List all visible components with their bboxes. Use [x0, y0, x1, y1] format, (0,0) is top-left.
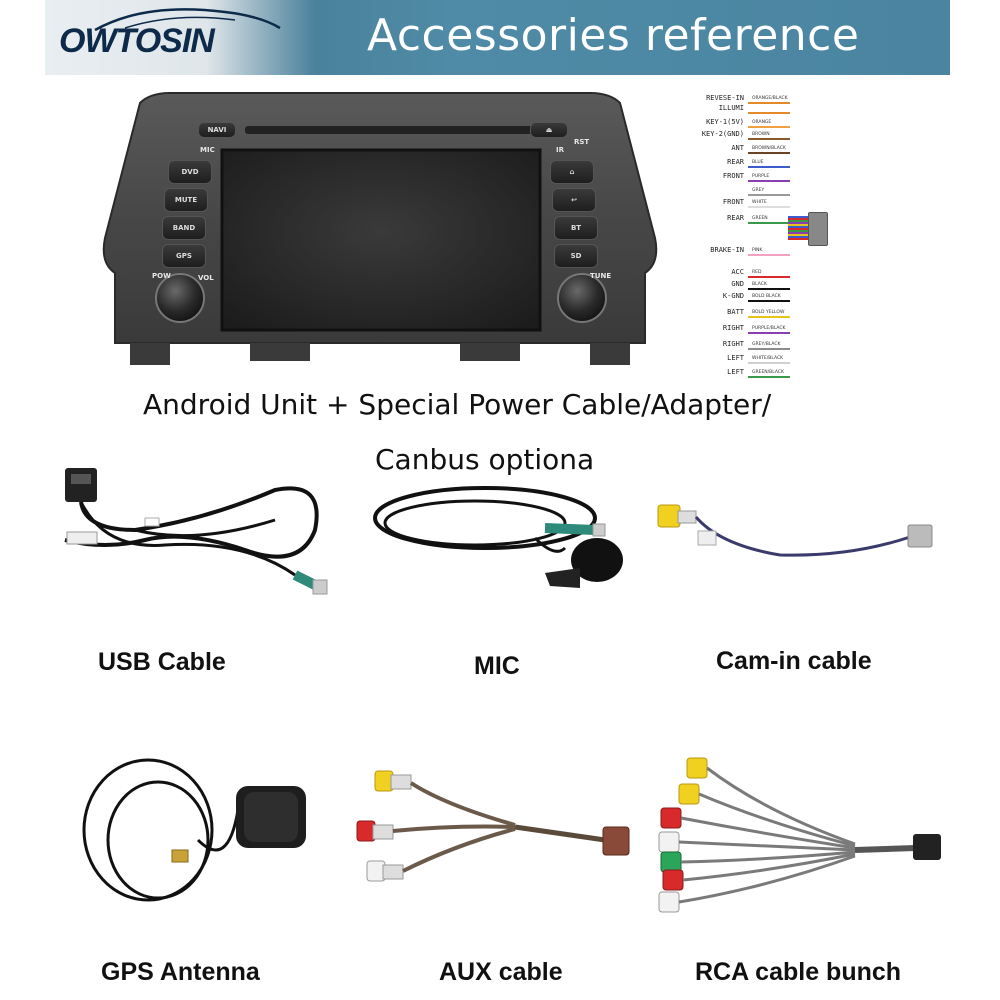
eject-button[interactable]: ⏏: [530, 122, 568, 138]
wire-color-tag: RED: [752, 270, 762, 275]
back-icon: ↩: [571, 196, 577, 204]
wire-color-tag: BLUE: [752, 160, 764, 165]
wire-label: REVESE-IN: [706, 94, 744, 102]
wire-color-tag: PURPLE/BLACK: [752, 326, 786, 331]
wire-label: BATT: [727, 308, 744, 316]
band-button[interactable]: BAND: [162, 216, 206, 240]
harness-connector: [808, 212, 828, 246]
wire-line: [748, 376, 790, 378]
main-caption-line1: Android Unit + Special Power Cable/Adapt…: [143, 388, 772, 421]
rca-cable-bunch-caption: RCA cable bunch: [695, 958, 902, 986]
wire-label: BRAKE-IN: [710, 246, 744, 254]
wiring-diagram: REVESE-IN ORANGE/BLACK ILLUMI KEY-1(5V) ORAN…: [690, 88, 840, 388]
cam-in-cable-image: [657, 504, 933, 557]
wire-line: [748, 126, 790, 128]
wire-label: ACC: [731, 268, 744, 276]
wire-label: KEY-1(5V): [706, 118, 744, 126]
home-icon: ⌂: [569, 168, 575, 176]
wire-line: [748, 316, 790, 318]
wire-line: [748, 362, 790, 364]
wire-line: [748, 166, 790, 168]
wire-label: LEFT: [727, 368, 744, 376]
head-unit-image: [102, 92, 658, 365]
wire-line: [748, 194, 790, 196]
navi-button[interactable]: NAVI: [198, 122, 236, 138]
wire-line: [748, 276, 790, 278]
wire-color-tag: GREEN/BLACK: [752, 370, 784, 375]
wire-label: REAR: [727, 158, 744, 166]
wire-label: REAR: [727, 214, 744, 222]
wire-label: GND: [731, 280, 744, 288]
usb-cable-caption: USB Cable: [98, 648, 226, 676]
wire-line: [748, 112, 790, 114]
dvd-button[interactable]: DVD: [168, 160, 212, 184]
gps-antenna-caption: GPS Antenna: [101, 958, 260, 986]
aux-cable-image: [356, 770, 630, 882]
android-head-unit: NAVI ⏏ MIC IR RST DVD MUTE BAND GPS ⌂ ↩ …: [100, 88, 660, 378]
wire-line: [748, 254, 790, 256]
wire-color-tag: PINK: [752, 248, 763, 253]
wire-color-tag: PURPLE: [752, 174, 770, 179]
mic-image: [373, 486, 623, 588]
page-title: Accessories reference: [367, 10, 860, 61]
mic-label: MIC: [200, 146, 215, 154]
home-button[interactable]: ⌂: [550, 160, 594, 184]
wire-line: [748, 138, 790, 140]
wire-label: LEFT: [727, 354, 744, 362]
ir-label: IR: [556, 146, 564, 154]
wire-color-tag: ORANGE: [752, 120, 772, 125]
wire-label: RIGHT: [722, 324, 744, 332]
wire-color-tag: BROWN: [752, 132, 770, 137]
wire-label: ANT: [731, 144, 744, 152]
gps-button[interactable]: GPS: [162, 244, 206, 268]
brand-logo: OWTOSIN: [45, 0, 315, 75]
pow-label: POW: [152, 272, 171, 280]
wire-color-tag: BLACK: [752, 282, 767, 287]
mic-caption: MIC: [474, 652, 520, 680]
wire-color-tag: GREY: [752, 188, 765, 193]
wire-label: K-GND: [722, 292, 744, 300]
cam-in-cable-caption: Cam-in cable: [716, 647, 872, 675]
wire-color-tag: ORANGE/BLACK: [752, 96, 788, 101]
eject-icon: ⏏: [545, 126, 553, 134]
wire-color-tag: WHITE: [752, 200, 767, 205]
rst-label: RST: [574, 138, 590, 146]
wire-line: [748, 102, 790, 104]
wire-color-tag: WHITE/BLACK: [752, 356, 784, 361]
wire-line: [748, 348, 790, 350]
tune-label: TUNE: [590, 272, 612, 280]
wire-label: KEY-2(GND): [701, 130, 744, 138]
logo-car-swoosh-icon: [94, 8, 281, 32]
wire-bundle: [788, 216, 810, 240]
wire-label: FRONT: [722, 198, 744, 206]
wire-label: FRONT: [722, 172, 744, 180]
vol-label: VOL: [198, 274, 214, 282]
sd-button[interactable]: SD: [554, 244, 598, 268]
aux-cable-caption: AUX cable: [439, 958, 563, 986]
wire-line: [748, 180, 790, 182]
gps-antenna-image: [82, 758, 306, 902]
wire-line: [748, 288, 790, 290]
rca-cable-bunch-image: [658, 757, 941, 913]
wire-color-tag: BOLD YELLOW: [752, 310, 785, 315]
wire-line: [748, 222, 790, 224]
wire-line: [748, 206, 790, 208]
wire-label: RIGHT: [722, 340, 744, 348]
wire-color-tag: GREEN: [752, 216, 768, 221]
wire-color-tag: BROWN/BLACK: [752, 146, 786, 151]
bt-button[interactable]: BT: [554, 216, 598, 240]
wire-color-tag: GREY/BLACK: [752, 342, 781, 347]
back-button[interactable]: ↩: [552, 188, 596, 212]
wire-line: [748, 300, 790, 302]
wire-label: ILLUMI: [718, 104, 744, 112]
wire-color-tag: BOLD BLACK: [752, 294, 781, 299]
main-caption-line2: Canbus optiona: [375, 443, 595, 476]
wire-line: [748, 152, 790, 154]
logo-text: OWTOSIN: [59, 22, 215, 60]
mute-button[interactable]: MUTE: [164, 188, 208, 212]
usb-cable-image: [64, 468, 328, 595]
wire-line: [748, 332, 790, 334]
header-banner: OWTOSIN Accessories reference: [45, 0, 950, 75]
